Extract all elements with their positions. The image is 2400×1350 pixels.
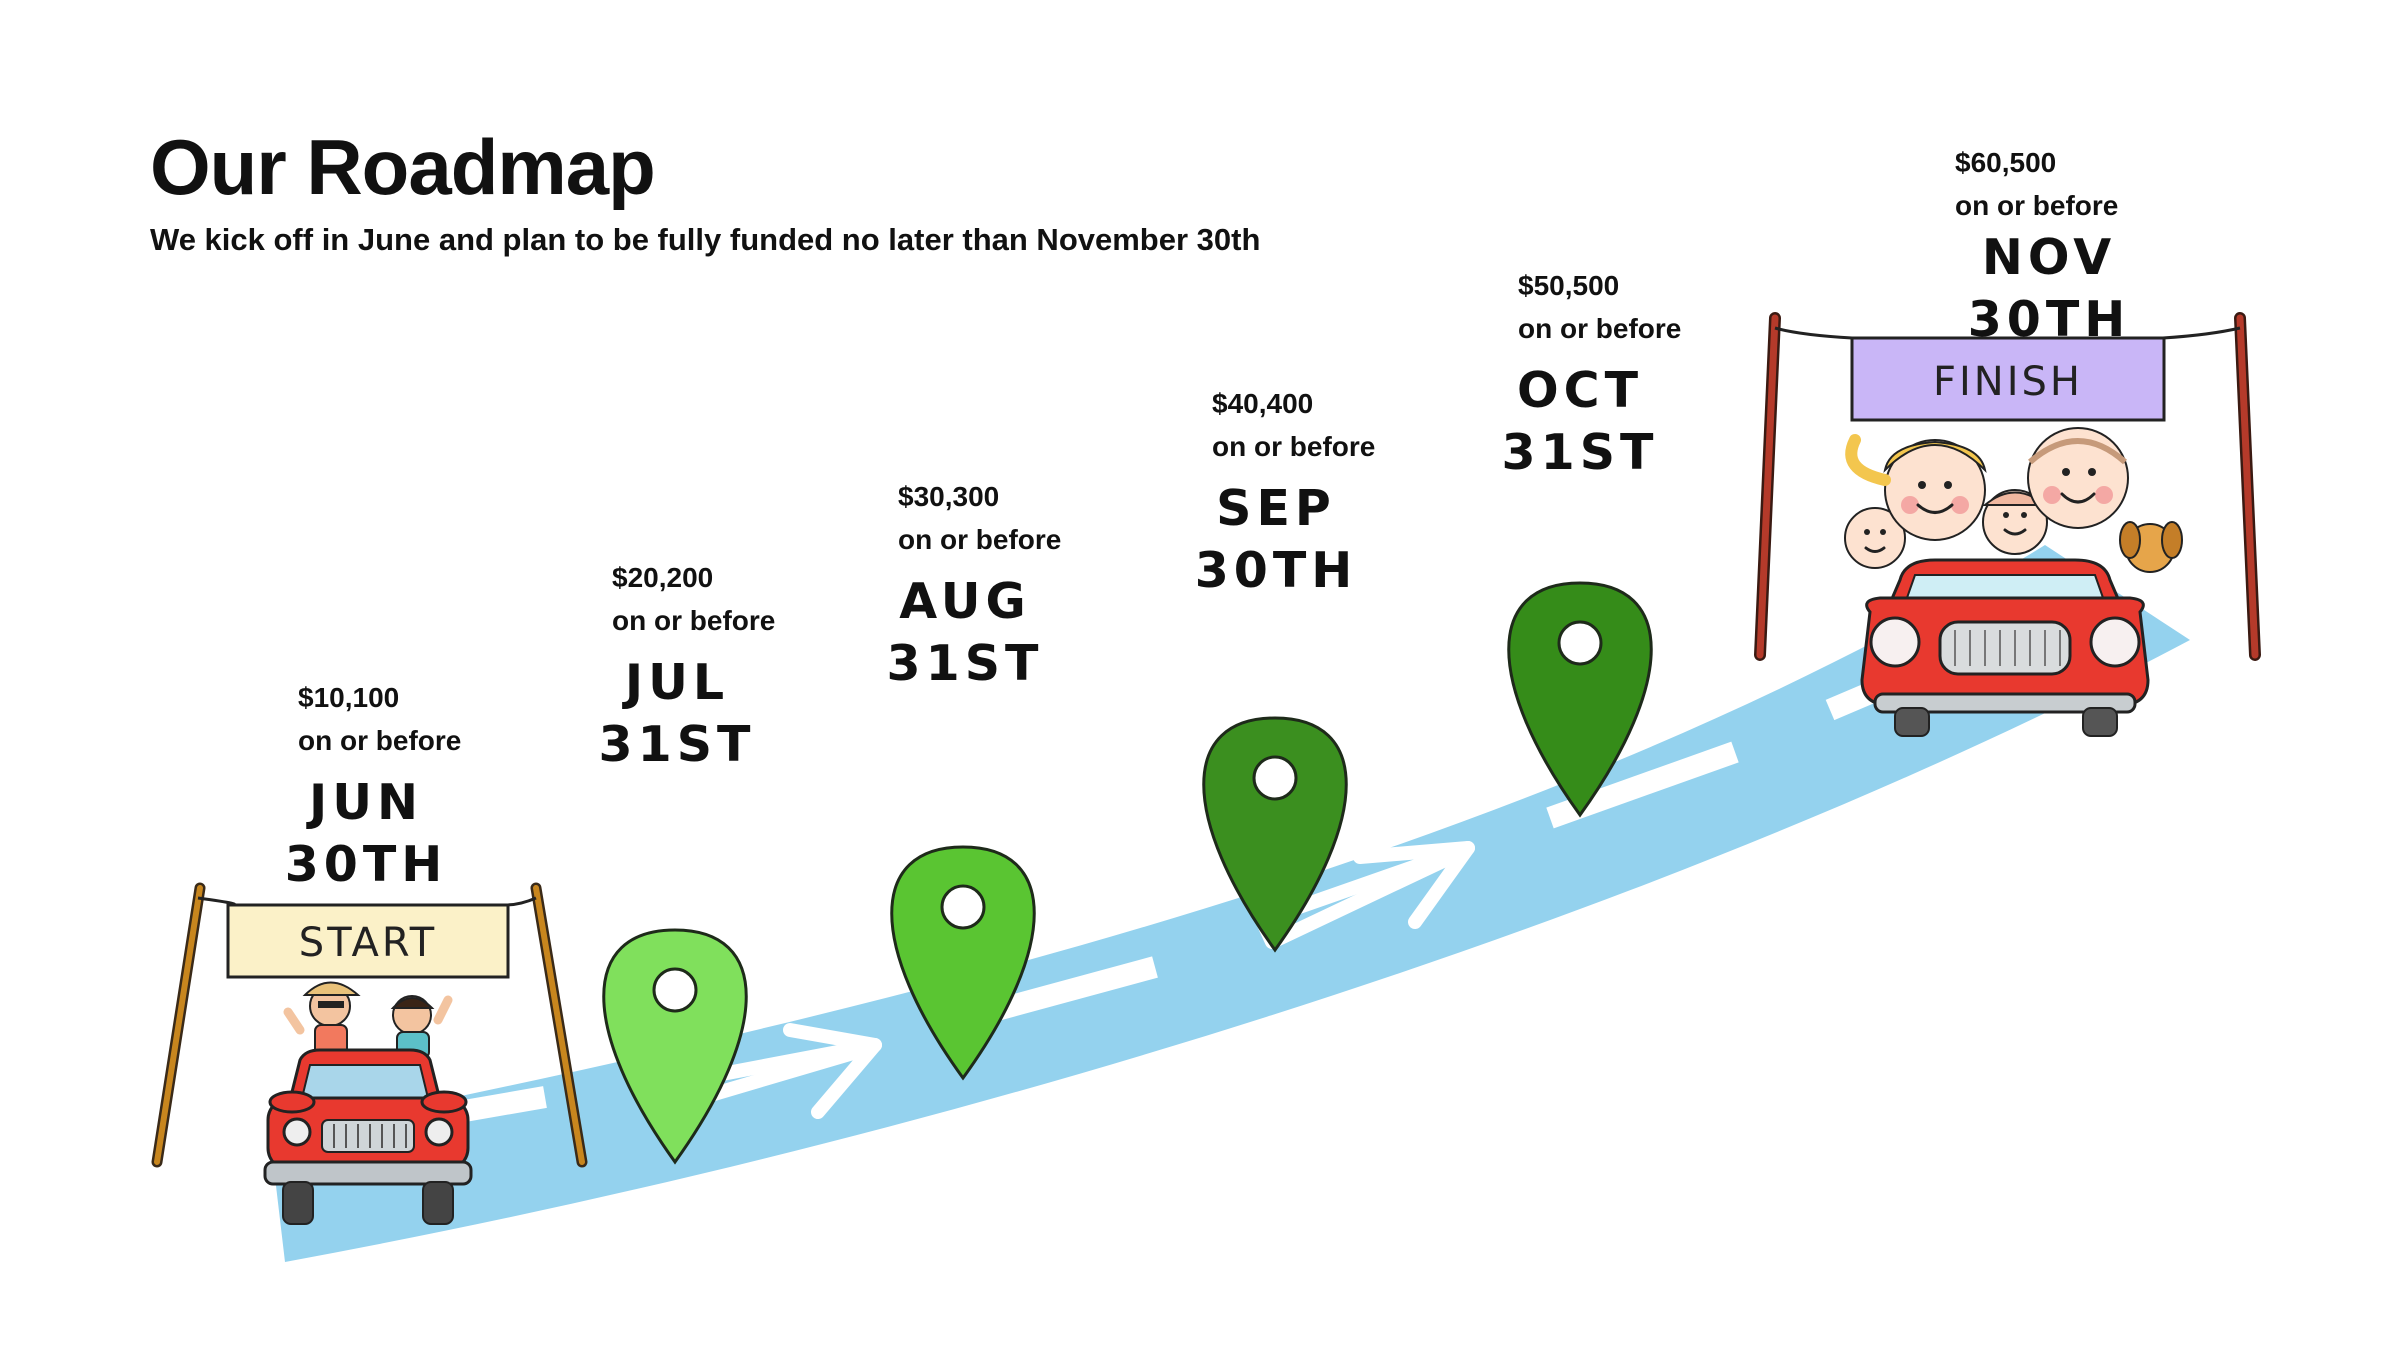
milestone-month: OCT: [1480, 360, 1680, 422]
finish-banner-label: FINISH: [1933, 359, 2083, 405]
milestone-day: 31ST: [577, 714, 777, 776]
milestone-day: 30TH: [266, 834, 466, 896]
milestone-month: JUN: [266, 772, 466, 834]
milestone-month: JUL: [577, 652, 777, 714]
milestone-month: AUG: [865, 571, 1065, 633]
milestone-oct: $50,500 on or before OCT 31ST: [1518, 264, 1858, 484]
milestone-month: NOV: [1949, 227, 2149, 289]
milestone-nov: $60,500 on or before NOV 30TH: [1955, 141, 2295, 351]
milestone-amount: $60,500: [1955, 141, 2295, 184]
milestone-qualifier: on or before: [1955, 184, 2295, 227]
milestone-qualifier: on or before: [1518, 307, 1858, 350]
milestone-amount: $50,500: [1518, 264, 1858, 307]
milestone-month: SEP: [1176, 478, 1376, 540]
finish-car-icon: [1845, 428, 2182, 736]
milestone-day: 31ST: [1480, 422, 1680, 484]
start-banner-label: START: [299, 920, 437, 966]
milestone-day: 30TH: [1176, 540, 1376, 602]
milestone-day: 31ST: [865, 633, 1065, 695]
milestone-day: 30TH: [1949, 289, 2149, 351]
